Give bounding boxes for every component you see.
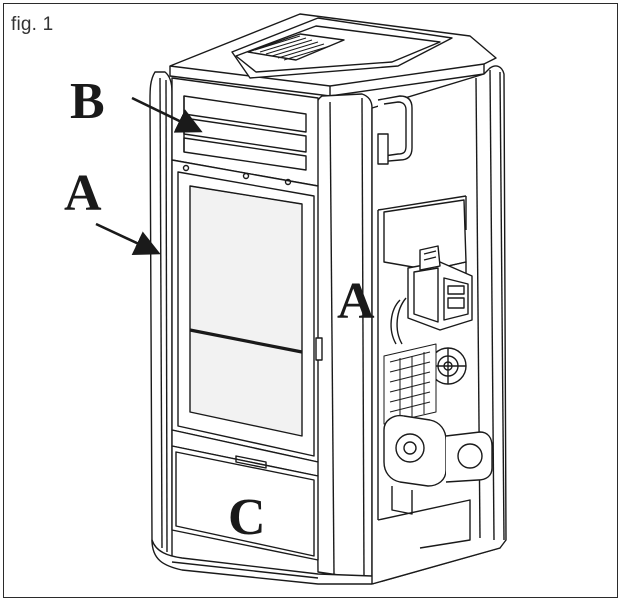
top-grille-panel — [171, 77, 319, 187]
top-cover — [169, 13, 497, 97]
combustion-fan — [429, 347, 467, 385]
arrow-a-icon — [95, 222, 161, 255]
figure-caption: fig. 1 — [11, 14, 54, 35]
door-glass — [189, 185, 303, 437]
arrow-b-icon — [131, 96, 203, 133]
figure-frame — [3, 3, 618, 598]
extraction-motor — [383, 297, 493, 515]
heat-exchanger — [383, 343, 437, 425]
callout-label-a-left: A — [64, 165, 102, 222]
callout-label-c: C — [228, 489, 266, 546]
exhaust-pipe — [377, 95, 413, 165]
bottom-drawer — [171, 429, 319, 561]
callout-label-a-right: A — [337, 273, 375, 330]
control-unit — [407, 245, 473, 331]
callout-arrows — [95, 96, 203, 255]
door-handle — [315, 337, 323, 361]
callout-label-b: B — [70, 73, 105, 130]
